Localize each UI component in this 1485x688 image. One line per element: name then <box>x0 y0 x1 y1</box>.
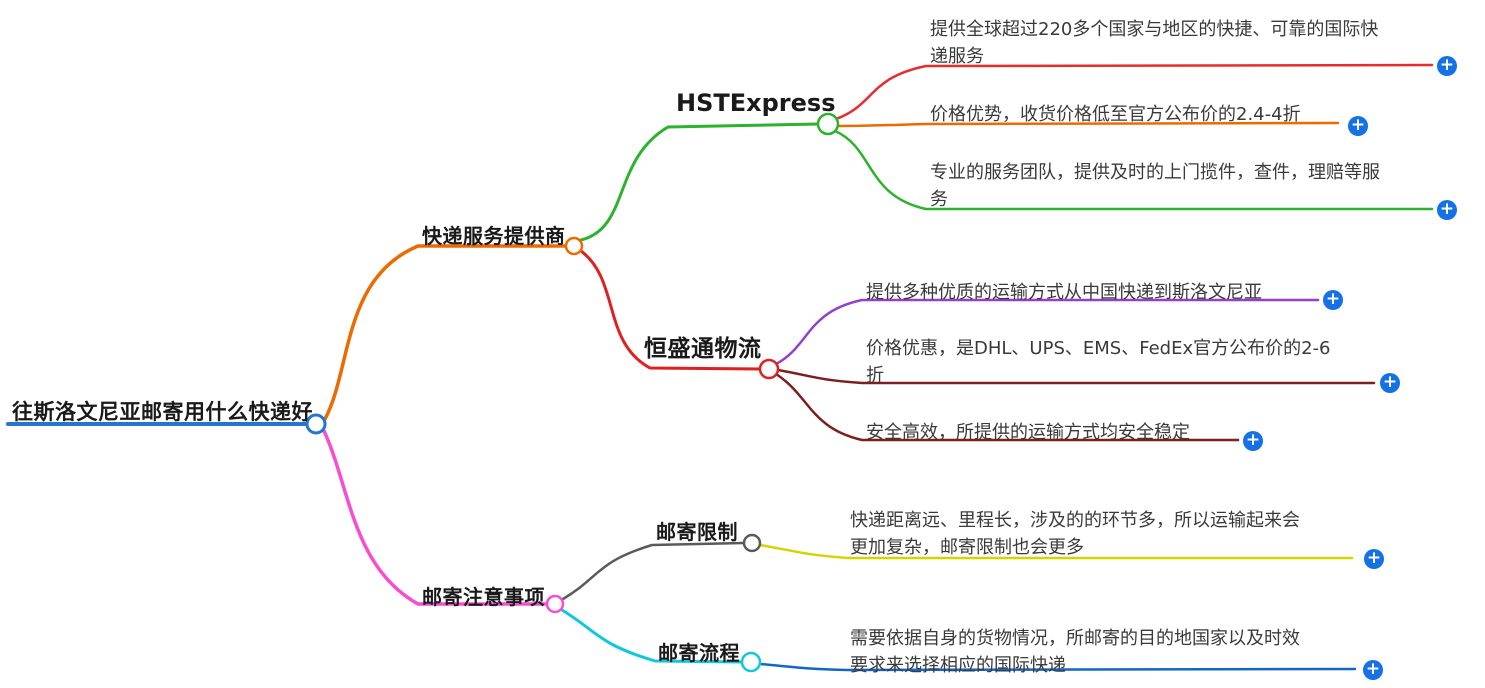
leaf-global-coverage[interactable]: 提供全球超过220多个国家与地区的快捷、可靠的国际快递服务 <box>930 19 1379 67</box>
node-toggle-courier-providers[interactable] <box>564 236 584 256</box>
branch-leaf-safety <box>774 372 1240 442</box>
topic-mailing-notes[interactable]: 邮寄注意事项 <box>422 585 545 609</box>
expand-plus-icon[interactable]: + <box>1323 290 1343 310</box>
topic-hengshengtong[interactable]: 恒盛通物流 <box>644 336 762 362</box>
node-toggle-hengshengtong[interactable] <box>758 358 780 380</box>
branch-mailing-notes <box>322 429 549 606</box>
branch-mail-process <box>560 608 744 664</box>
leaf-transport-options[interactable]: 提供多种优质的运输方式从中国快递到斯洛文尼亚 <box>866 282 1262 303</box>
branch-leaf-transport-options <box>774 298 1320 366</box>
leaf-safety[interactable]: 安全高效，所提供的运输方式均安全稳定 <box>866 422 1190 443</box>
branch-hengshengtong <box>579 249 763 371</box>
expand-plus-icon[interactable]: + <box>1363 660 1383 680</box>
leaf-restriction-detail[interactable]: 快递距离远、里程长，涉及的的环节多，所以运输起来会更加复杂，邮寄限制也会更多 <box>850 510 1300 558</box>
expand-plus-icon[interactable]: + <box>1437 56 1457 76</box>
leaf-process-detail[interactable]: 需要依据自身的货物情况，所邮寄的目的地国家以及时效要求来选择相应的国际快递 <box>850 628 1300 676</box>
expand-plus-icon[interactable]: + <box>1364 549 1384 569</box>
branch-leaf-global-coverage <box>834 63 1434 121</box>
branch-courier-providers <box>323 244 568 421</box>
branch-leaf-process-detail <box>758 662 1357 672</box>
expand-plus-icon[interactable]: + <box>1437 200 1457 220</box>
leaf-service-team[interactable]: 专业的服务团队，提供及时的上门揽件，查件，理赔等服务 <box>930 162 1380 210</box>
branch-leaf-discount <box>776 368 1376 385</box>
branch-hstexpress <box>579 122 820 242</box>
expand-plus-icon[interactable]: + <box>1243 431 1263 451</box>
branch-leaf-restriction-detail <box>758 543 1354 560</box>
node-toggle-hstexpress[interactable] <box>816 112 840 136</box>
node-toggle-mail-restrictions[interactable] <box>742 533 762 553</box>
leaf-price-advantage[interactable]: 价格优势，收货价格低至官方公布价的2.4-4折 <box>930 104 1301 125</box>
leaf-discount[interactable]: 价格优惠，是DHL、UPS、EMS、FedEx官方公布价的2-6折 <box>866 338 1331 386</box>
topic-mail-process[interactable]: 邮寄流程 <box>658 641 740 665</box>
branch-leaf-service-team <box>833 129 1434 211</box>
root-topic[interactable]: 往斯洛文尼亚邮寄用什么快递好 <box>12 400 313 424</box>
node-toggle-root[interactable] <box>305 413 327 435</box>
expand-plus-icon[interactable]: + <box>1348 116 1368 136</box>
topic-hstexpress[interactable]: HSTExpress <box>676 89 836 117</box>
topic-courier-providers[interactable]: 快递服务提供商 <box>422 224 566 248</box>
branch-mail-restrictions <box>561 541 746 601</box>
expand-plus-icon[interactable]: + <box>1380 373 1400 393</box>
node-toggle-mail-process[interactable] <box>740 651 762 673</box>
topic-mail-restrictions[interactable]: 邮寄限制 <box>656 520 738 544</box>
node-toggle-mailing-notes[interactable] <box>545 594 565 614</box>
branch-leaf-price-advantage <box>836 121 1340 128</box>
